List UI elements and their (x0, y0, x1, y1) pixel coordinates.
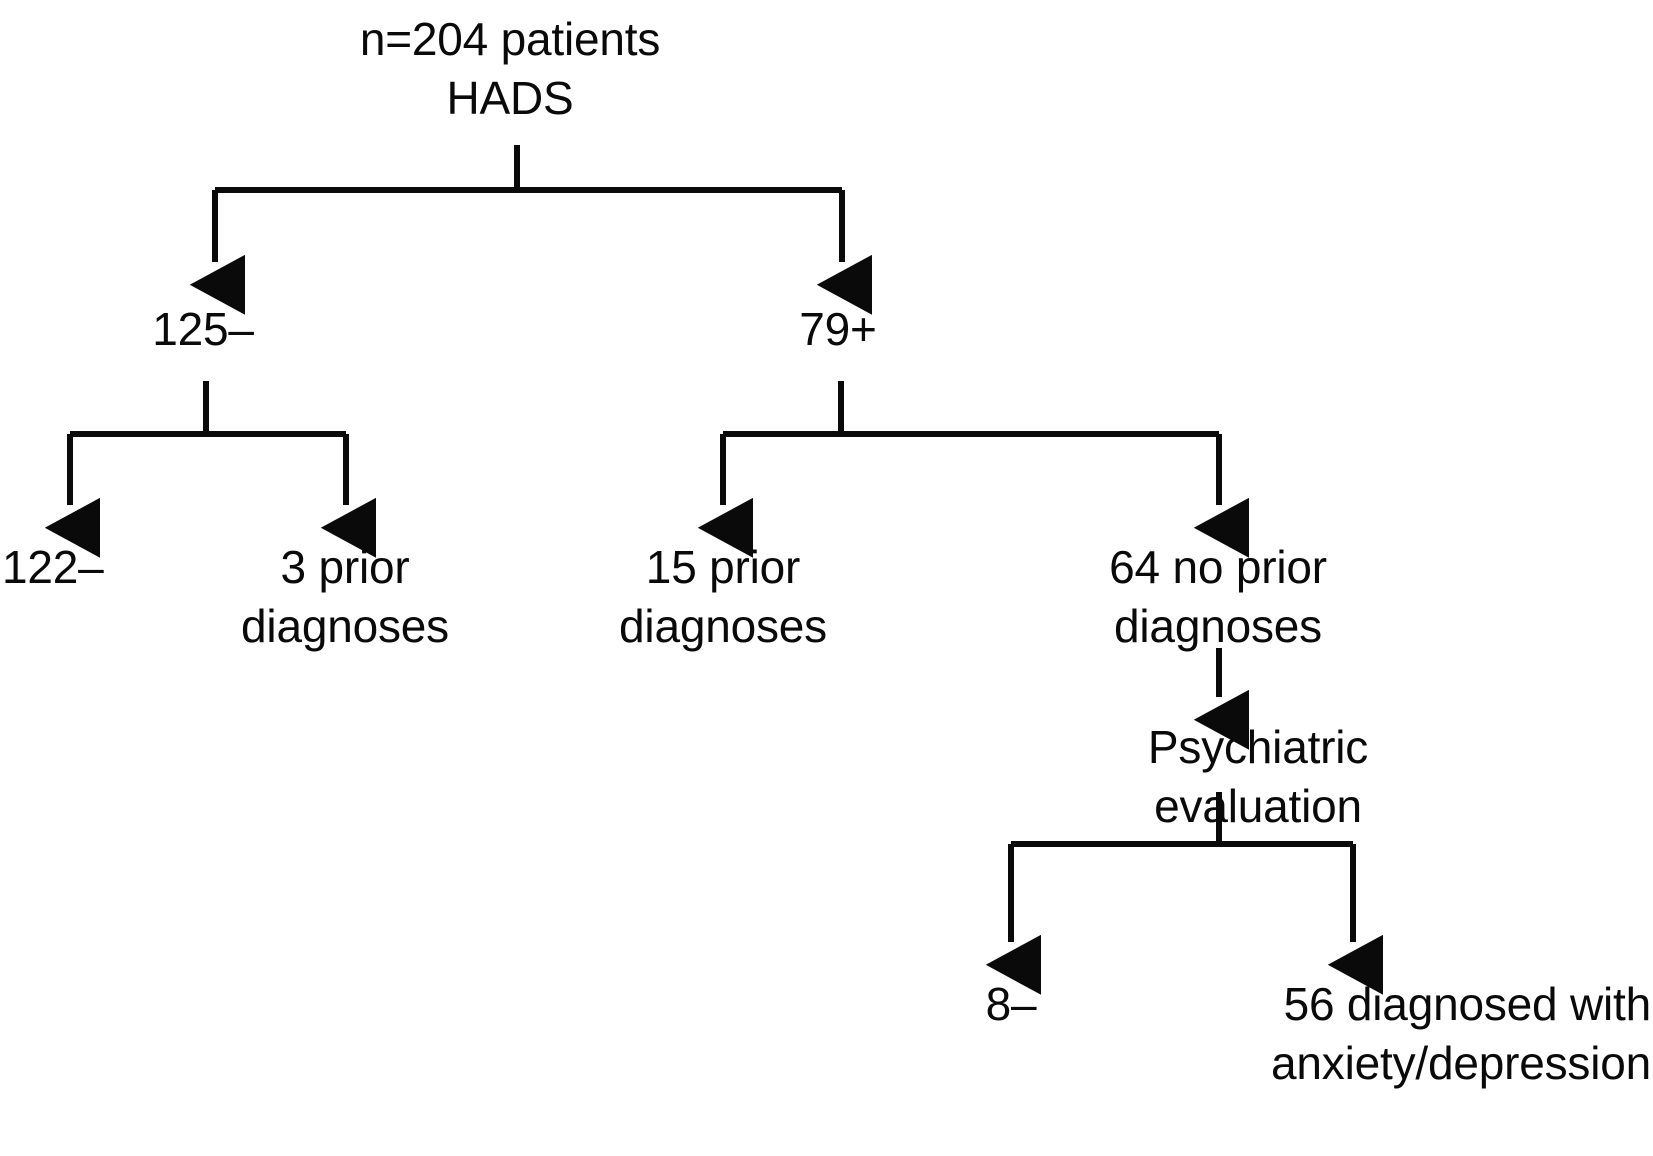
node-evaluation-negative: 8– (985, 978, 1037, 1030)
edge-hads-negative-split (44, 381, 376, 558)
edge-evaluation-split (985, 792, 1383, 995)
node-root: n=204 patients HADS (359, 13, 661, 124)
node-evaluation-diagnosed: 56 diagnosed with anxiety/depression (1271, 978, 1651, 1089)
node-negative-no-prior: 122– (2, 541, 104, 593)
node-positive-prior-diagnoses: 15 prior diagnoses (619, 541, 827, 652)
node-hads-negative: 125– (152, 303, 254, 355)
edge-hads-positive-split (697, 381, 1249, 558)
node-hads-positive: 79+ (799, 303, 877, 355)
edge-root-split (189, 145, 872, 315)
node-negative-prior-diagnoses: 3 prior diagnoses (241, 541, 449, 652)
node-positive-no-prior-diagnoses: 64 no prior diagnoses (1109, 541, 1327, 652)
node-psychiatric-evaluation: Psychiatric evaluation (1147, 721, 1369, 832)
